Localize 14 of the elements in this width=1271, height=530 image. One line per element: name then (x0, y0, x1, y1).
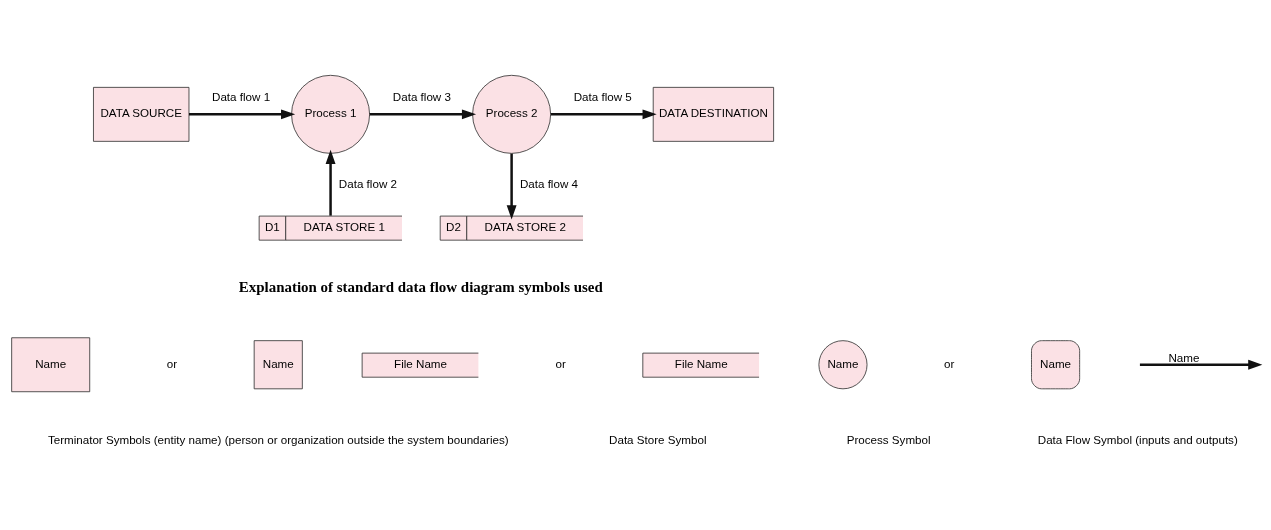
label: Data Store Symbol (609, 432, 707, 446)
label: Process Symbol (846, 432, 931, 446)
label: Name (1168, 350, 1200, 364)
edge-label: Data flow 1 (212, 89, 271, 103)
edge-label: Data flow 2 (338, 176, 397, 190)
label: Explanation of standard data flow diagram symbols used (238, 278, 603, 295)
edge-label: Data flow 3 (392, 89, 451, 103)
edge-label: Data flow 5 (573, 89, 632, 103)
label: Data Flow Symbol (inputs and outputs) (1037, 432, 1238, 446)
label: or (944, 356, 955, 370)
label: or (555, 356, 566, 370)
label: Terminator Symbols (entity name) (person or organization outside the system boundaries) (47, 432, 509, 446)
label: or (166, 356, 178, 370)
edge-label: Data flow 4 (519, 176, 578, 190)
